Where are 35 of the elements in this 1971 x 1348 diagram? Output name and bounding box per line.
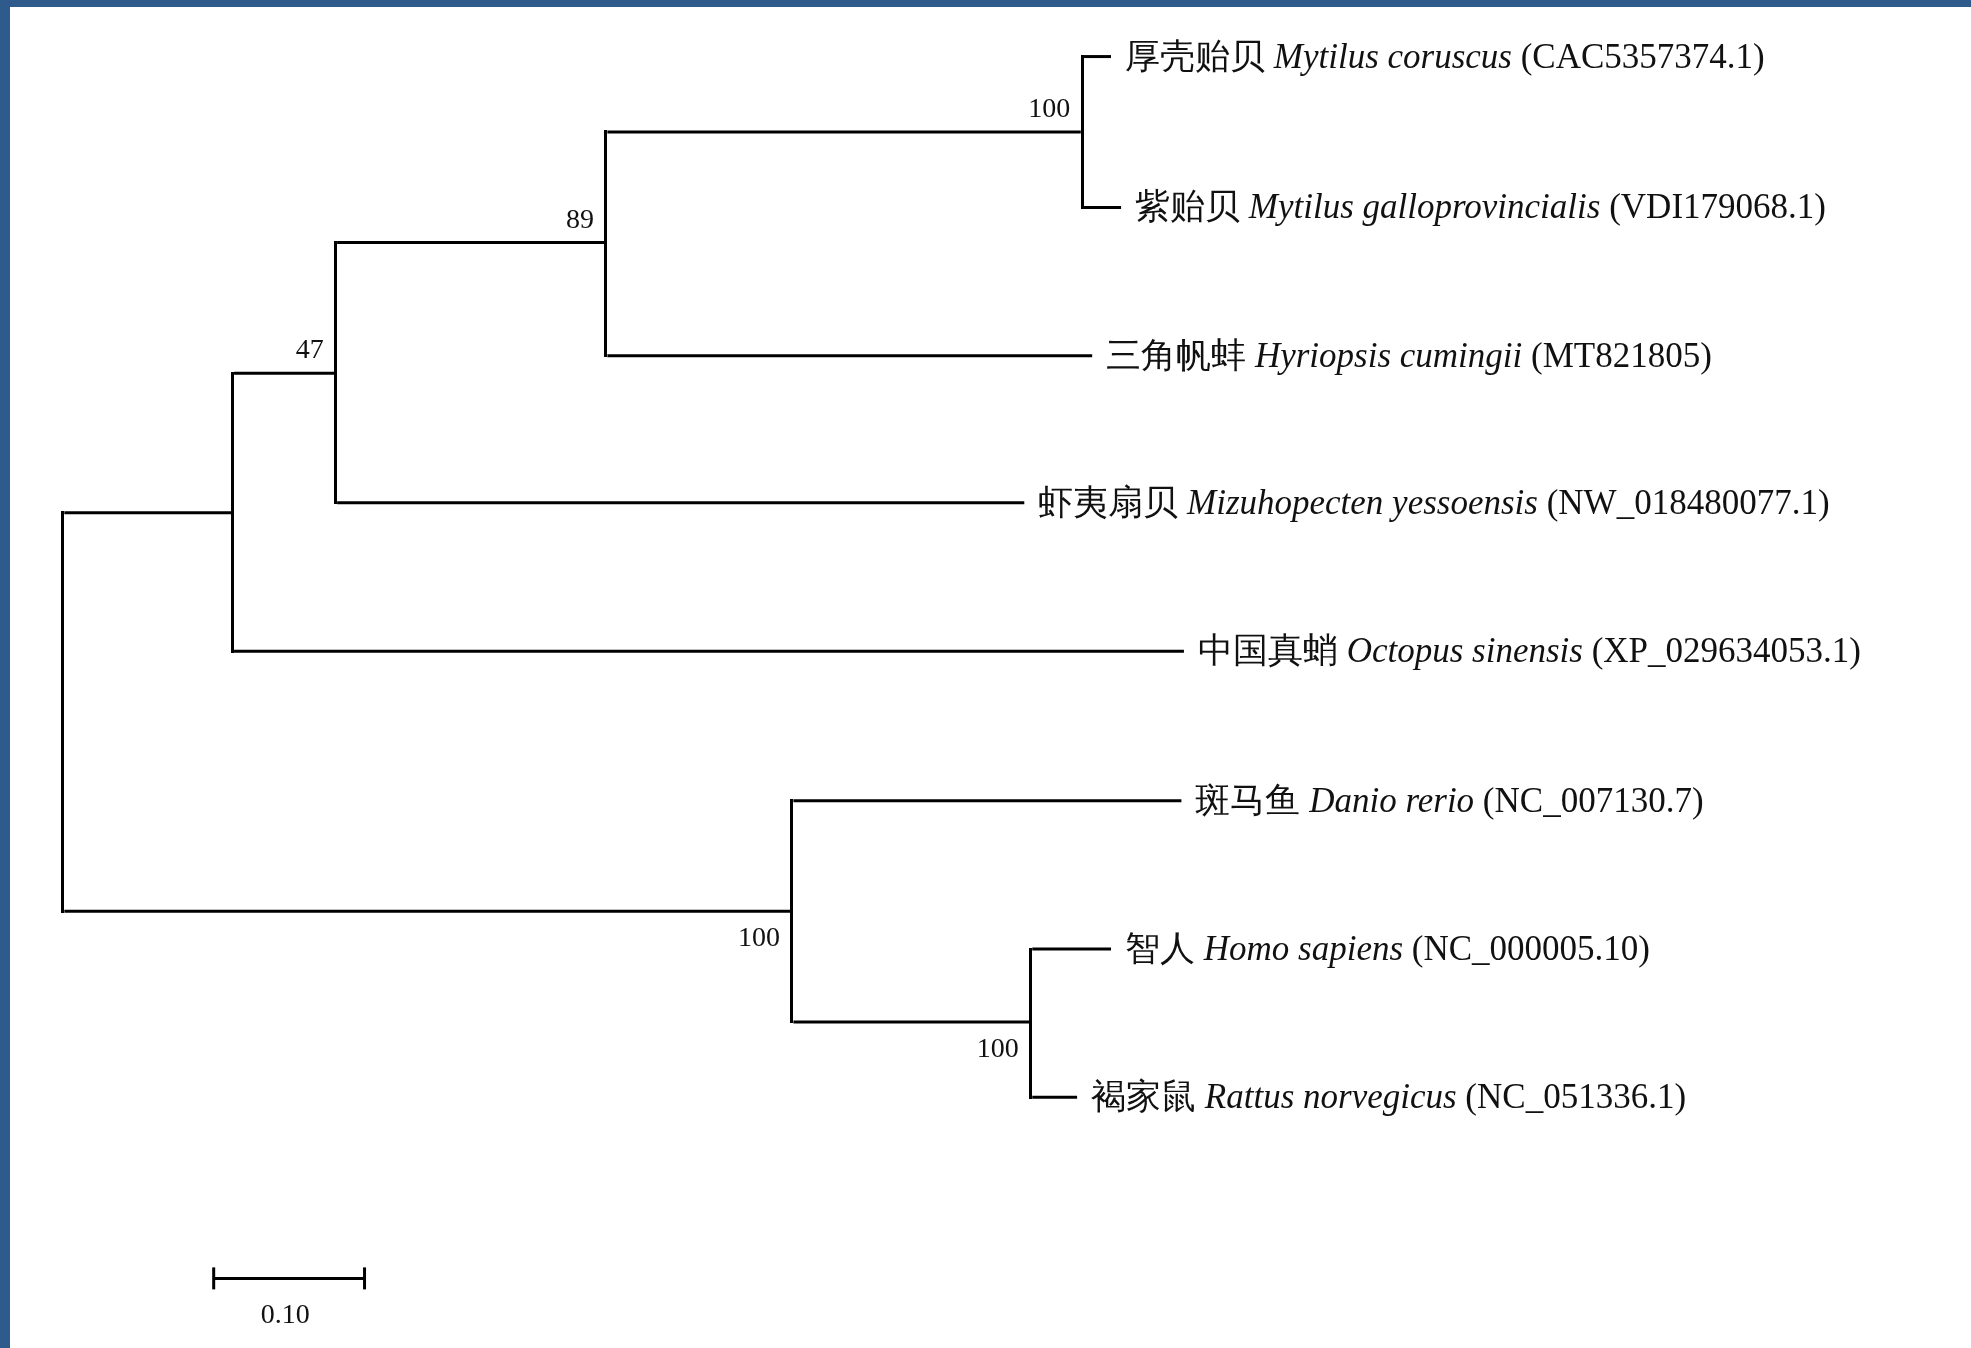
bootstrap-value: 89 [565,204,594,233]
bootstrap-value: 47 [295,335,324,364]
scale-label: 0.10 [260,1299,310,1328]
tree-branch [337,241,605,245]
taxon-label: 斑马鱼 Danio rerio (NC_007130.7) [1195,781,1704,820]
taxon-label: 紫贻贝 Mytilus galloprovincialis (VDI179068.1) [1135,188,1826,227]
tree-branch [337,501,1025,505]
tree-branch [793,1020,1030,1024]
tree-node-bar [231,371,235,653]
tree-node-bar [790,799,794,1024]
tree-branch [1083,55,1112,59]
bootstrap-value: 100 [1028,94,1071,122]
tree-branch [607,130,1081,134]
tree-node-bar [334,241,338,505]
tree-node-bar [61,511,65,913]
taxon-label: 三角帆蚌 Hyriopsis cumingii (MT821805) [1106,336,1712,375]
taxon-label: 褐家鼠 Rattus norvegicus (NC_051336.1) [1091,1078,1687,1117]
tree-branch [64,909,791,913]
tree-node-bar [1080,55,1084,209]
taxon-label: 智人 Homo sapiens (NC_000005.10) [1125,929,1650,969]
bootstrap-value: 100 [737,923,780,952]
tree-node-bar [604,130,608,358]
tree-branch [234,649,1184,653]
tree-branch [793,799,1182,803]
taxon-label: 虾夷扇贝 Mizuhopecten yessoensis (NW_018480077.1) [1038,483,1830,523]
tree-branch [1032,1095,1078,1099]
bootstrap-value: 100 [976,1033,1019,1062]
taxon-label: 厚壳贻贝 Mytilus coruscus (CAC5357374.1) [1125,37,1765,76]
tree-branch [1083,205,1122,209]
tree-branch [64,511,232,515]
tree-branch [607,354,1093,358]
tree-node-bar [1029,947,1033,1099]
taxon-label: 中国真蛸 Octopus sinensis (XP_029634053.1) [1197,631,1861,671]
tree-branch [1032,947,1112,951]
tree-branch [234,371,335,375]
